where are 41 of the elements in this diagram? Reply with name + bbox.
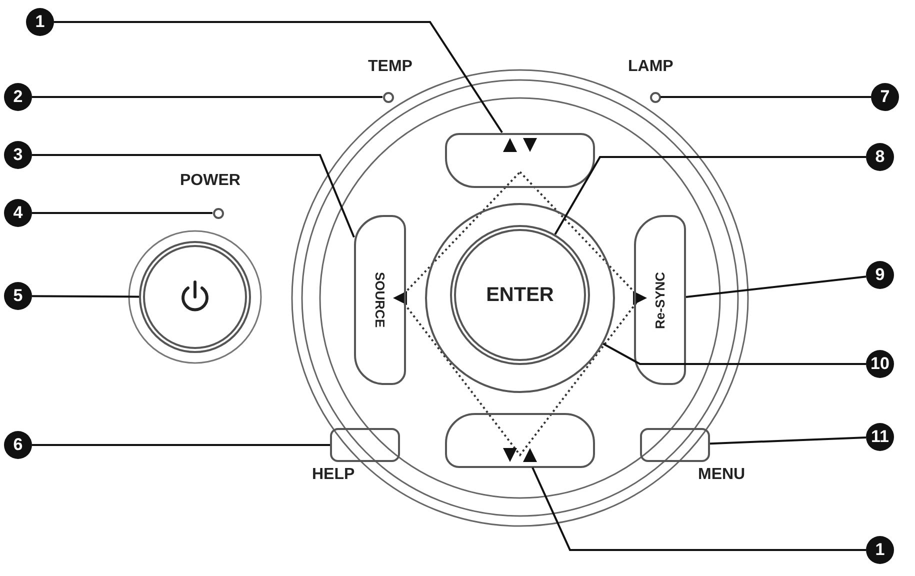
leader-line xyxy=(532,467,866,551)
panel-label: HELP xyxy=(312,466,355,484)
leader-line xyxy=(32,295,139,298)
callout-number: 7 xyxy=(871,83,899,111)
help-button xyxy=(330,428,400,462)
leader-line xyxy=(32,212,212,214)
callout-number: 2 xyxy=(4,83,32,111)
callout-number: 5 xyxy=(4,282,32,310)
callout-number: 3 xyxy=(4,141,32,169)
leader-line xyxy=(602,342,866,365)
callout-number: 1 xyxy=(26,8,54,36)
panel-label: TEMP xyxy=(368,58,412,76)
enter-button: ENTER xyxy=(450,225,590,365)
leader-line xyxy=(710,436,866,445)
panel-label: MENU xyxy=(698,466,746,484)
down-button xyxy=(445,412,595,468)
leader-line xyxy=(32,444,330,446)
leader-line xyxy=(54,21,503,134)
callout-number: 1 xyxy=(866,536,894,564)
power-button xyxy=(139,241,251,353)
led-indicator xyxy=(212,208,224,218)
led-indicator xyxy=(382,92,394,102)
leader-line xyxy=(32,96,382,98)
leader-line xyxy=(686,276,866,298)
panel-label: LAMP xyxy=(628,58,674,76)
leader-line xyxy=(32,154,355,238)
callout-number: 8 xyxy=(866,143,894,171)
callout-number: 4 xyxy=(4,199,32,227)
dial-ring xyxy=(425,203,615,393)
panel-label: POWER xyxy=(180,172,240,190)
callout-number: 6 xyxy=(4,431,32,459)
callout-number: 11 xyxy=(866,423,894,451)
led-indicator xyxy=(650,92,660,102)
leader-line xyxy=(660,96,871,98)
leader-line xyxy=(554,156,866,235)
callout-number: 10 xyxy=(866,350,894,378)
callout-number: 9 xyxy=(866,261,894,289)
menu-button xyxy=(640,428,710,462)
up-button xyxy=(445,132,595,188)
resync-button: Re-SYNC xyxy=(634,215,686,385)
source-button: SOURCE xyxy=(354,215,406,385)
